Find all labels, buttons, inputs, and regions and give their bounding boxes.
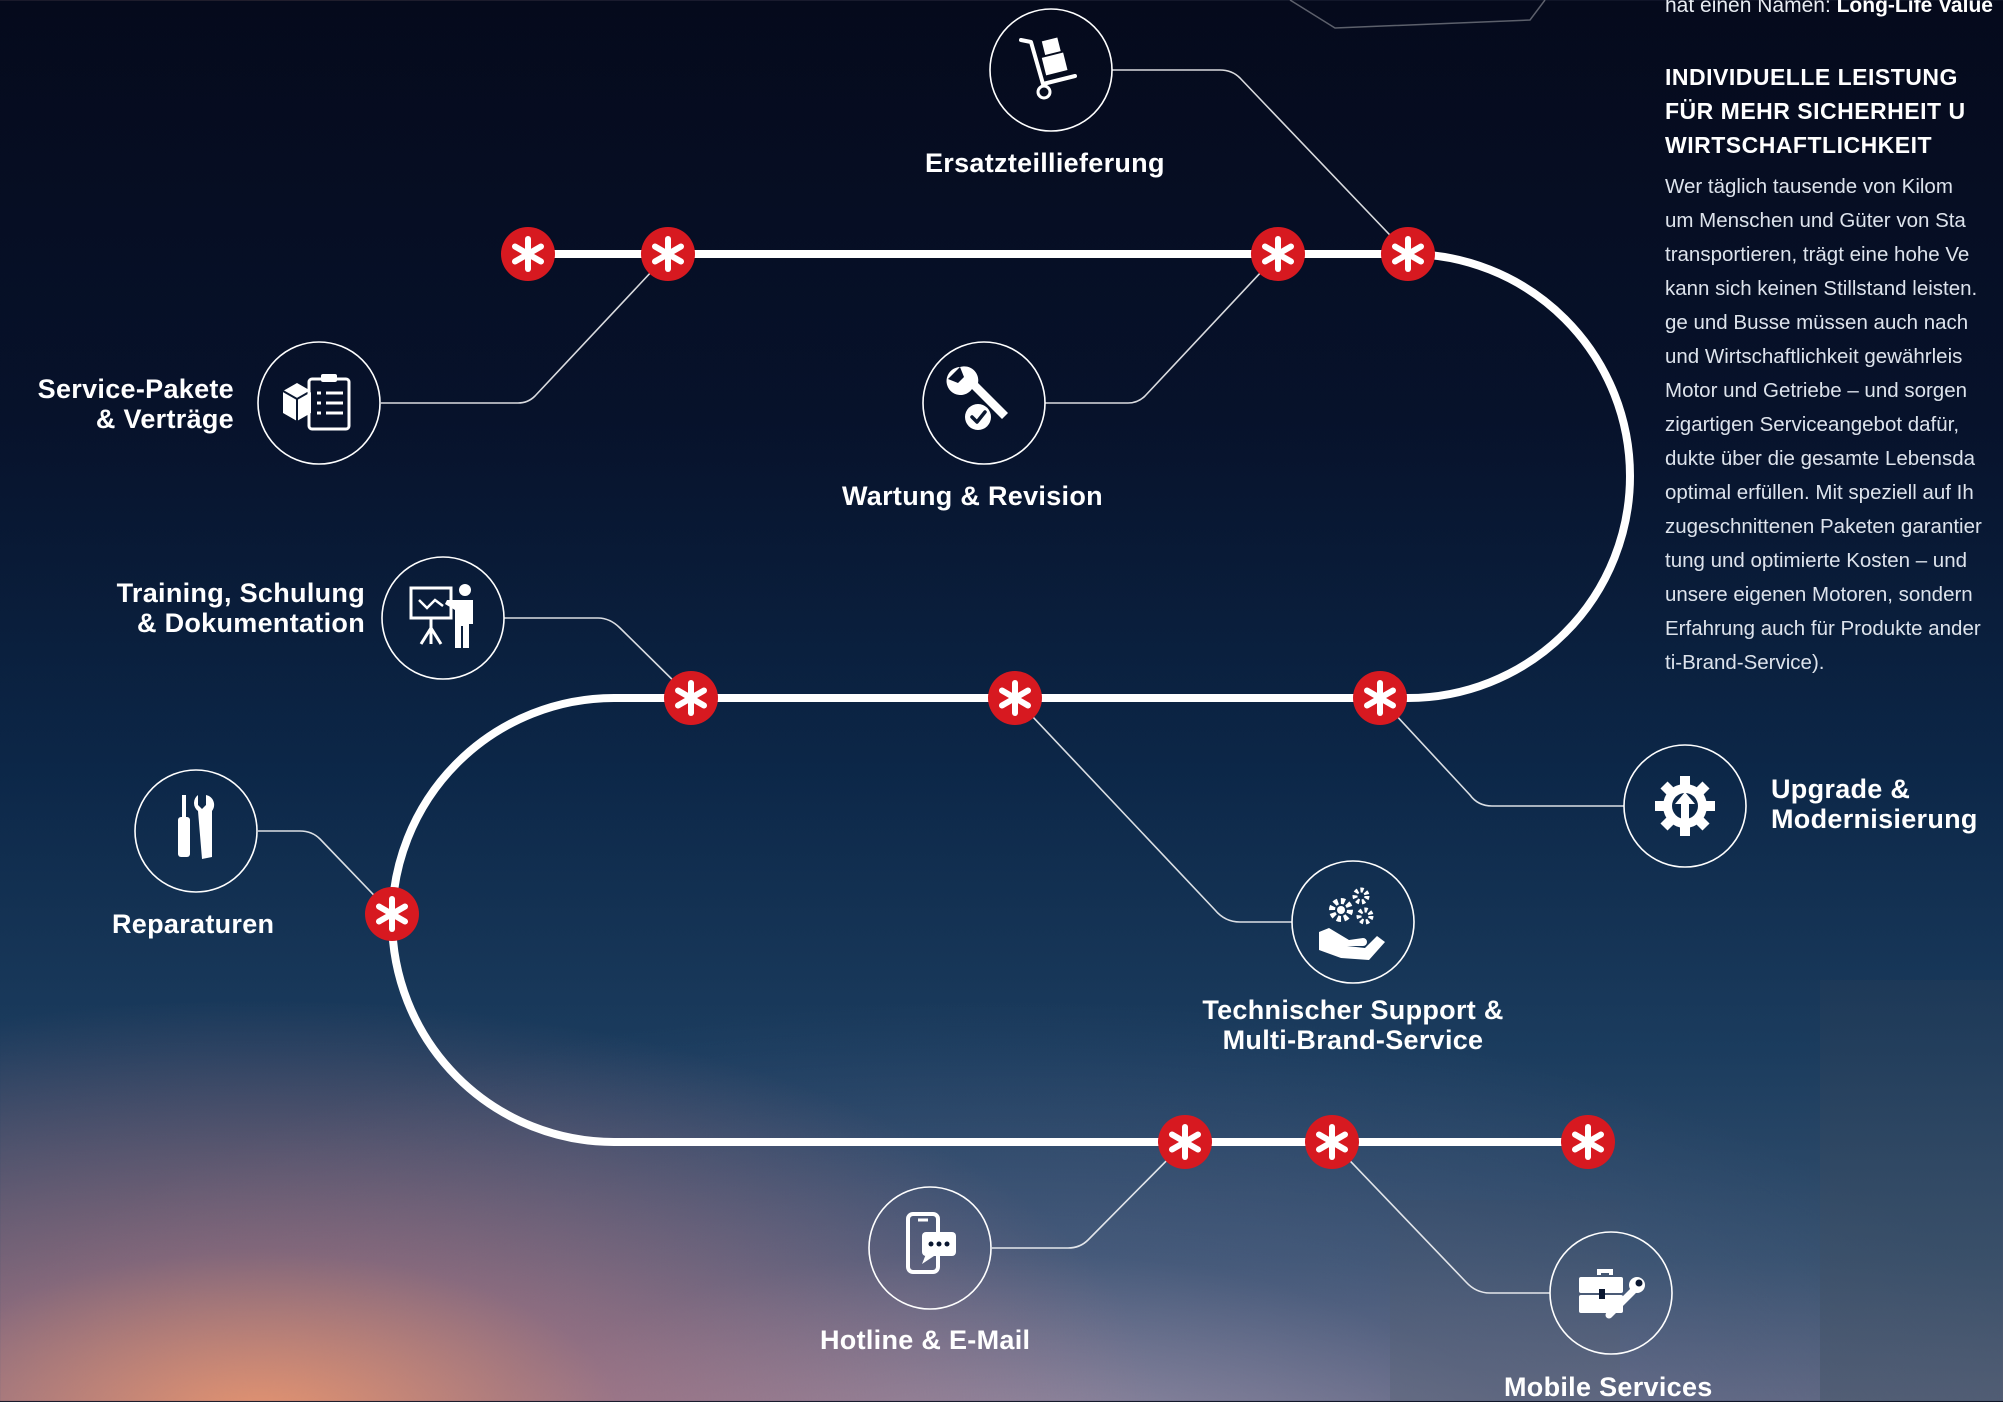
- body-line: transportieren, trägt eine hohe Ve: [1665, 243, 1970, 266]
- service-label-pakete: Service-Pakete & Verträge: [20, 374, 234, 434]
- asterisk-marker: [501, 227, 555, 281]
- package-clipboard-icon: [282, 374, 351, 431]
- body-line: tung und optimierte Kosten – und: [1665, 549, 1968, 572]
- asterisk-marker: [1305, 1115, 1359, 1169]
- body-line: zigartigen Serviceangebot dafür,: [1665, 413, 1960, 436]
- connector-training: [504, 617, 692, 699]
- service-label-wartung: Wartung & Revision: [842, 481, 1103, 511]
- body-text: Wer täglich tausende von Kilom um Mensch…: [1665, 170, 1982, 680]
- body-line: Erfahrung auch für Produkte ander: [1665, 617, 1981, 640]
- service-label-line: Reparaturen: [112, 909, 275, 939]
- body-line: dukte über die gesamte Lebensda: [1665, 447, 1976, 470]
- screwdriver-wrench-icon: [178, 795, 215, 859]
- icon-circle-hotline: [868, 1186, 992, 1310]
- asterisk-marker: [1561, 1115, 1615, 1169]
- intro-text: hat einen Namen: Long-Life Value: [1665, 0, 1993, 18]
- asterisk-marker: [365, 887, 419, 941]
- service-label-line: Modernisierung: [1771, 804, 1978, 834]
- connector-mobile: [1331, 1141, 1550, 1294]
- asterisk-marker: [1353, 671, 1407, 725]
- service-label-line: Ersatzteillieferung: [925, 148, 1165, 178]
- service-label-training: Training, Schulung & Dokumentation: [100, 578, 365, 638]
- intro-bold: Long-Life Value: [1836, 0, 1993, 17]
- service-label-line: & Verträge: [95, 404, 234, 434]
- service-label-reparaturen: Reparaturen: [112, 909, 274, 939]
- asterisk-marker: [1381, 227, 1435, 281]
- service-label-line: & Dokumentation: [136, 608, 365, 638]
- service-label-line: Technischer Support &: [1202, 995, 1504, 1025]
- service-label-line: Mobile Services: [1504, 1372, 1713, 1402]
- service-label-hotline: Hotline & E-Mail: [820, 1325, 1030, 1355]
- service-label-line: Upgrade &: [1771, 774, 1911, 804]
- connector-pakete: [381, 253, 669, 404]
- connector-wartung: [1045, 253, 1279, 404]
- hand-truck-icon: [1019, 37, 1077, 100]
- icon-circle-support: [1291, 860, 1415, 984]
- icon-circle-mobile: [1549, 1231, 1673, 1355]
- body-line: kann sich keinen Stillstand leisten.: [1665, 277, 1978, 300]
- heading-line: WIRTSCHAFTLICHKEIT: [1665, 132, 1933, 158]
- decorative-outline: [1289, 0, 1546, 29]
- connector-support: [1014, 697, 1292, 923]
- service-label-ersatzteil: Ersatzteillieferung: [925, 148, 1165, 178]
- icon-circle-upgrade: [1623, 744, 1747, 868]
- connector-upgrade: [1379, 697, 1624, 807]
- phone-chat-icon: [906, 1212, 956, 1274]
- body-line: um Menschen und Güter von Sta: [1665, 209, 1966, 232]
- body-line: und Wirtschaftlichkeit gewährleis: [1665, 345, 1963, 368]
- background-skyscraper: [1820, 980, 2003, 1401]
- section-heading: INDIVIDUELLE LEISTUNG FÜR MEHR SICHERHEI…: [1665, 60, 1966, 162]
- icon-circle-wartung: [922, 341, 1046, 465]
- icon-circles: [134, 8, 1747, 1355]
- body-line: Wer täglich tausende von Kilom: [1665, 175, 1953, 198]
- body-line: ge und Busse müssen auch nach: [1665, 311, 1969, 334]
- service-label-line: Multi-Brand-Service: [1222, 1025, 1484, 1055]
- service-label-upgrade: Upgrade & Modernisierung: [1771, 774, 1978, 834]
- asterisk-marker: [1158, 1115, 1212, 1169]
- body-line: unsere eigenen Motoren, sondern: [1665, 583, 1973, 606]
- asterisk-marker: [988, 671, 1042, 725]
- presentation-icon: [409, 584, 473, 648]
- body-line: Motor und Getriebe – und sorgen: [1665, 379, 1967, 402]
- connector-hotline: [992, 1141, 1186, 1249]
- body-line: ti-Brand-Service).: [1665, 651, 1825, 674]
- asterisk-marker: [1251, 227, 1305, 281]
- connector-ersatzteil: [1112, 69, 1409, 255]
- gears-hand-icon: [1319, 887, 1385, 960]
- service-label-line: Wartung & Revision: [842, 481, 1103, 511]
- service-label-line: Hotline & E-Mail: [820, 1325, 1031, 1355]
- service-label-mobile: Mobile Services: [1504, 1372, 1713, 1402]
- connector-reparaturen: [258, 830, 393, 915]
- sidebar-text-column: hat einen Namen: Long-Life Value INDIVID…: [1665, 0, 2003, 700]
- service-label-line: Service-Pakete: [37, 374, 234, 404]
- toolbox-icon: [1579, 1269, 1645, 1319]
- icon-circle-pakete: [257, 341, 381, 465]
- heading-line: FÜR MEHR SICHERHEIT U: [1665, 98, 1966, 124]
- heading-line: INDIVIDUELLE LEISTUNG: [1665, 64, 1958, 90]
- asterisk-marker: [641, 227, 695, 281]
- service-label-line: Training, Schulung: [116, 578, 365, 608]
- body-line: zugeschnittenen Paketen garantier: [1665, 515, 1982, 538]
- connector-lines: [258, 69, 1624, 1294]
- wrench-check-icon: [946, 366, 1008, 430]
- icon-circle-ersatzteil: [989, 8, 1113, 132]
- asterisk-marker: [664, 671, 718, 725]
- intro-prefix: hat einen Namen:: [1665, 0, 1837, 17]
- service-label-support: Technischer Support & Multi-Brand-Servic…: [1190, 995, 1516, 1055]
- body-line: optimal erfüllen. Mit speziell auf Ih: [1665, 481, 1974, 504]
- icon-circle-reparaturen: [134, 769, 258, 893]
- gear-upgrade-icon: [1655, 776, 1715, 836]
- icon-circle-training: [381, 556, 505, 680]
